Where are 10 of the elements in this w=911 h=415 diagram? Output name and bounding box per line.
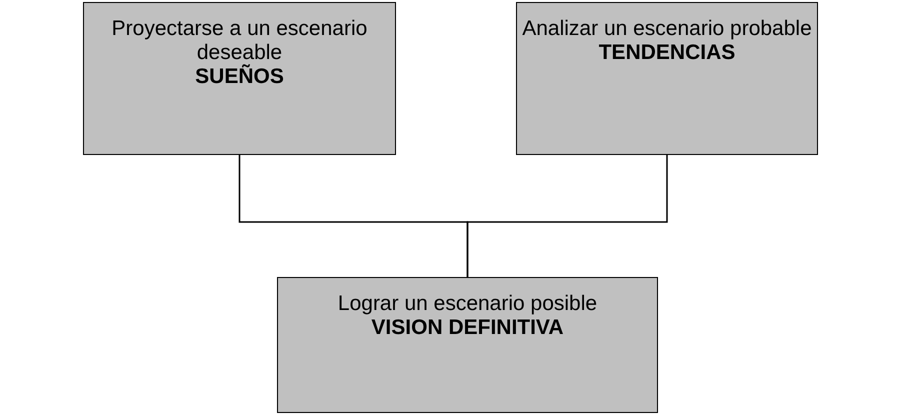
box-heading: VISION DEFINITIVA — [371, 316, 564, 340]
box-heading: SUEÑOS — [195, 65, 284, 89]
connector-line — [466, 155, 668, 277]
box-text: Lograr un escenario posible — [338, 292, 598, 316]
process-box — [277, 277, 658, 413]
box-heading: TENDENCIAS — [598, 41, 736, 65]
process-box — [83, 2, 396, 155]
box-text: Proyectarse a un escenario deseable — [110, 17, 368, 64]
box-text: Analizar un escenario probable — [522, 17, 812, 41]
process-box — [516, 2, 818, 155]
